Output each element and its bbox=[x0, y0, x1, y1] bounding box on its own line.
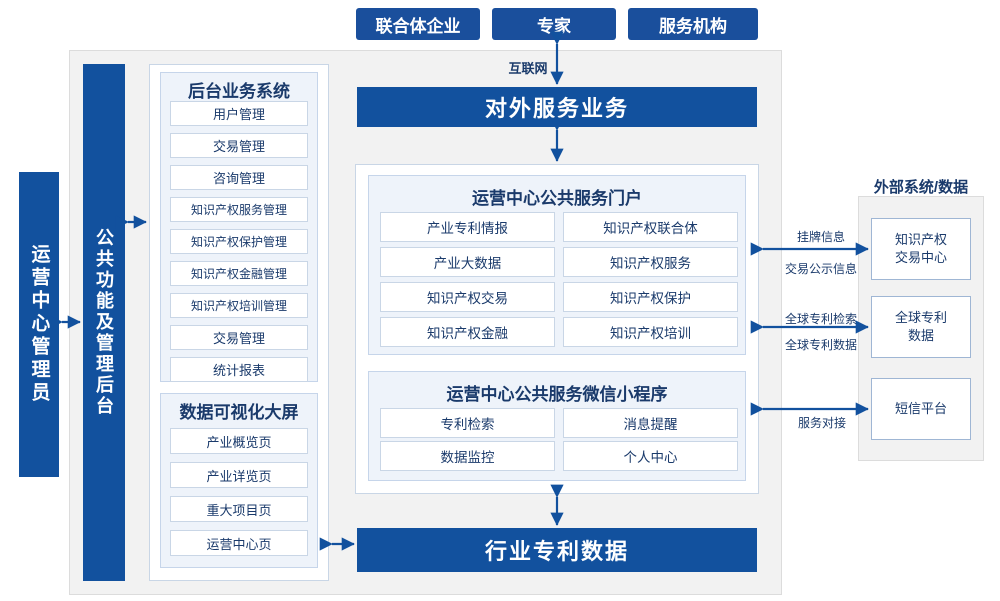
dataviz-item-3[interactable]: 运营中心页 bbox=[170, 530, 308, 556]
external-item-sms-platform[interactable]: 短信平台 bbox=[871, 378, 971, 440]
external-link-label-4: 服务对接 bbox=[797, 416, 846, 430]
industry-patent-data-bar[interactable]: 行业专利数据 bbox=[357, 528, 757, 572]
top-entity-expert[interactable]: 专家 bbox=[492, 8, 616, 40]
portal-item-0[interactable]: 产业专利情报 bbox=[380, 212, 555, 242]
external-link-label-3: 全球专利数据 bbox=[784, 338, 857, 352]
backoffice-item-7[interactable]: 交易管理 bbox=[170, 325, 308, 350]
miniprogram-item-3[interactable]: 个人中心 bbox=[563, 441, 738, 471]
left-bar-label: 公共功能及管理后台 bbox=[94, 228, 114, 417]
portal-item-6[interactable]: 知识产权金融 bbox=[380, 317, 555, 347]
portal-item-2[interactable]: 产业大数据 bbox=[380, 247, 555, 277]
portal-title: 运营中心公共服务门户 bbox=[472, 188, 642, 208]
backoffice-item-3[interactable]: 知识产权服务管理 bbox=[170, 197, 308, 222]
backoffice-item-8[interactable]: 统计报表 bbox=[170, 357, 308, 382]
backoffice-item-1[interactable]: 交易管理 bbox=[170, 133, 308, 158]
miniprogram-item-2[interactable]: 数据监控 bbox=[380, 441, 555, 471]
internet-label: 互联网 bbox=[508, 61, 548, 76]
backoffice-item-4[interactable]: 知识产权保护管理 bbox=[170, 229, 308, 254]
backoffice-system-title: 后台业务系统 bbox=[188, 81, 290, 101]
portal-item-7[interactable]: 知识产权培训 bbox=[563, 317, 738, 347]
data-visualization-title: 数据可视化大屏 bbox=[179, 402, 299, 422]
external-link-label-0: 挂牌信息 bbox=[796, 230, 845, 244]
backoffice-item-0[interactable]: 用户管理 bbox=[170, 101, 308, 126]
industry-patent-data-label: 行业专利数据 bbox=[484, 539, 629, 564]
external-systems-title: 外部系统/数据 bbox=[873, 179, 969, 196]
miniprogram-item-0[interactable]: 专利检索 bbox=[380, 408, 555, 438]
left-bar-operator-admin[interactable]: 运营中心管理员 bbox=[19, 172, 59, 477]
portal-item-1[interactable]: 知识产权联合体 bbox=[563, 212, 738, 242]
miniprogram-item-1[interactable]: 消息提醒 bbox=[563, 408, 738, 438]
backoffice-item-6[interactable]: 知识产权培训管理 bbox=[170, 293, 308, 318]
top-entity-label: 服务机构 bbox=[659, 16, 727, 36]
backoffice-item-5[interactable]: 知识产权金融管理 bbox=[170, 261, 308, 286]
top-entity-label: 联合体企业 bbox=[375, 16, 461, 36]
dataviz-item-1[interactable]: 产业详览页 bbox=[170, 462, 308, 488]
external-item-label: 全球专利 数据 bbox=[894, 309, 947, 343]
top-entity-union-enterprise[interactable]: 联合体企业 bbox=[356, 8, 480, 40]
backoffice-item-2[interactable]: 咨询管理 bbox=[170, 165, 308, 190]
dataviz-item-2[interactable]: 重大项目页 bbox=[170, 496, 308, 522]
portal-item-4[interactable]: 知识产权交易 bbox=[380, 282, 555, 312]
external-item-global-patent-data[interactable]: 全球专利 数据 bbox=[871, 296, 971, 358]
left-bar-label: 运营中心管理员 bbox=[28, 244, 50, 405]
external-item-ip-exchange-center[interactable]: 知识产权 交易中心 bbox=[871, 218, 971, 280]
external-service-label: 对外服务业务 bbox=[484, 96, 629, 121]
external-item-label: 知识产权 交易中心 bbox=[894, 231, 947, 265]
external-item-label: 短信平台 bbox=[894, 400, 947, 416]
top-entity-label: 专家 bbox=[537, 16, 571, 36]
top-entity-service-org[interactable]: 服务机构 bbox=[628, 8, 758, 40]
miniprogram-title: 运营中心公共服务微信小程序 bbox=[446, 384, 668, 404]
left-bar-common-function-backend[interactable]: 公共功能及管理后台 bbox=[83, 64, 125, 581]
portal-item-3[interactable]: 知识产权服务 bbox=[563, 247, 738, 277]
portal-item-5[interactable]: 知识产权保护 bbox=[563, 282, 738, 312]
dataviz-item-0[interactable]: 产业概览页 bbox=[170, 428, 308, 454]
external-link-label-1: 交易公示信息 bbox=[784, 262, 857, 276]
external-link-label-2: 全球专利检索 bbox=[784, 312, 857, 326]
external-service-bar[interactable]: 对外服务业务 bbox=[357, 87, 757, 127]
